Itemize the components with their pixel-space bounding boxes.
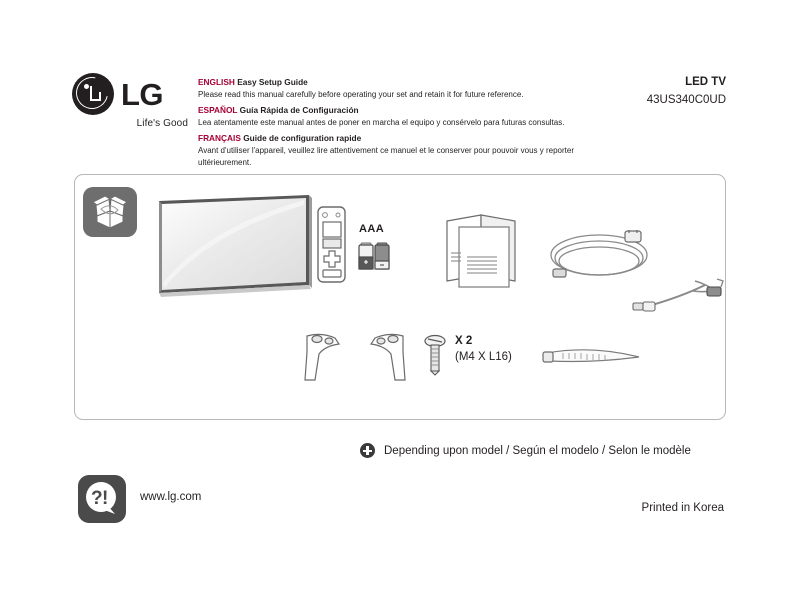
multilingual-intro: ENGLISH Easy Setup Guide Please read thi… [198, 76, 598, 169]
remote-control-illustration [317, 206, 346, 283]
open-box-icon [83, 187, 137, 237]
logo-nose-stroke [90, 86, 93, 101]
intro-body-spanish: Lea atentamente este manual antes de pon… [198, 118, 565, 128]
printed-in-label: Printed in Korea [641, 502, 724, 514]
coiled-power-cable-illustration [541, 227, 659, 287]
product-type-label: LED TV [685, 76, 726, 88]
screw-quantity-label: X 2 [455, 335, 473, 347]
guide-title-english: Easy Setup Guide [237, 77, 308, 87]
remote-and-batteries-group: AAA [315, 205, 395, 287]
screw-illustration [424, 334, 446, 376]
language-label-french: FRANÇAIS [198, 133, 241, 144]
logo-mouth-stroke [90, 99, 101, 102]
svg-text:?: ? [91, 488, 103, 509]
language-label-spanish: ESPAÑOL [198, 105, 238, 116]
logo-eye-dot [83, 84, 89, 89]
guide-title-french: Guide de configuration rapide [243, 133, 362, 144]
tv-stand-legs-illustration [293, 330, 417, 386]
model-dependency-note-text: Depending upon model / Según el modelo /… [384, 444, 691, 457]
question-exclamation-speech-bubble-icon[interactable]: ? ! [78, 475, 126, 523]
page-footer: ? ! www.lg.com Printed in Korea [0, 475, 802, 535]
cable-tie-illustration [541, 341, 647, 377]
intro-title-french: FRANÇAIS Guide de configuration rapide [198, 132, 598, 144]
logo-cheek-stroke [99, 92, 102, 101]
model-dependency-note: Depending upon model / Según el modelo /… [360, 443, 691, 458]
intro-title-spanish: ESPAÑOL Guía Rápida de Configuración [198, 104, 598, 116]
intro-body-english: Please read this manual carefully before… [198, 90, 524, 100]
lg-wordmark: LG [121, 76, 164, 112]
screws-group: X 2 (M4 X L16) [423, 333, 593, 381]
lg-brand-logo: LG Life's Good [69, 70, 190, 129]
battery-type-label: AAA [359, 223, 385, 235]
intro-title-english: ENGLISH Easy Setup Guide [198, 76, 598, 88]
product-identification: LED TV 43US340C0UD [647, 76, 726, 108]
guide-title-spanish: Guía Rápida de Configuración [239, 105, 359, 116]
adapter-cable-illustration [631, 275, 727, 321]
website-url-label[interactable]: www.lg.com [140, 491, 202, 503]
screw-spec-label: (M4 X L16) [455, 351, 512, 364]
page-header: LG Life's Good ENGLISH Easy Setup Guide … [0, 62, 802, 172]
box-contents-panel: AAA [74, 174, 726, 420]
intro-body-french: Avant d'utiliser l'appareil, veuillez li… [198, 146, 574, 168]
aaa-battery-illustration [358, 242, 390, 270]
svg-text:!: ! [102, 488, 108, 509]
manual-documents-illustration [443, 213, 525, 291]
lg-tagline: Life's Good [136, 118, 188, 129]
screw-label-group: X 2 (M4 X L16) [455, 334, 512, 365]
led-tv-illustration [149, 193, 315, 301]
language-label-english: ENGLISH [198, 77, 235, 87]
model-number-label: 43US340C0UD [646, 93, 726, 106]
lg-circle-face-logo-icon [69, 70, 115, 116]
logo-row: LG [69, 70, 190, 116]
plus-badge-icon [360, 443, 375, 458]
